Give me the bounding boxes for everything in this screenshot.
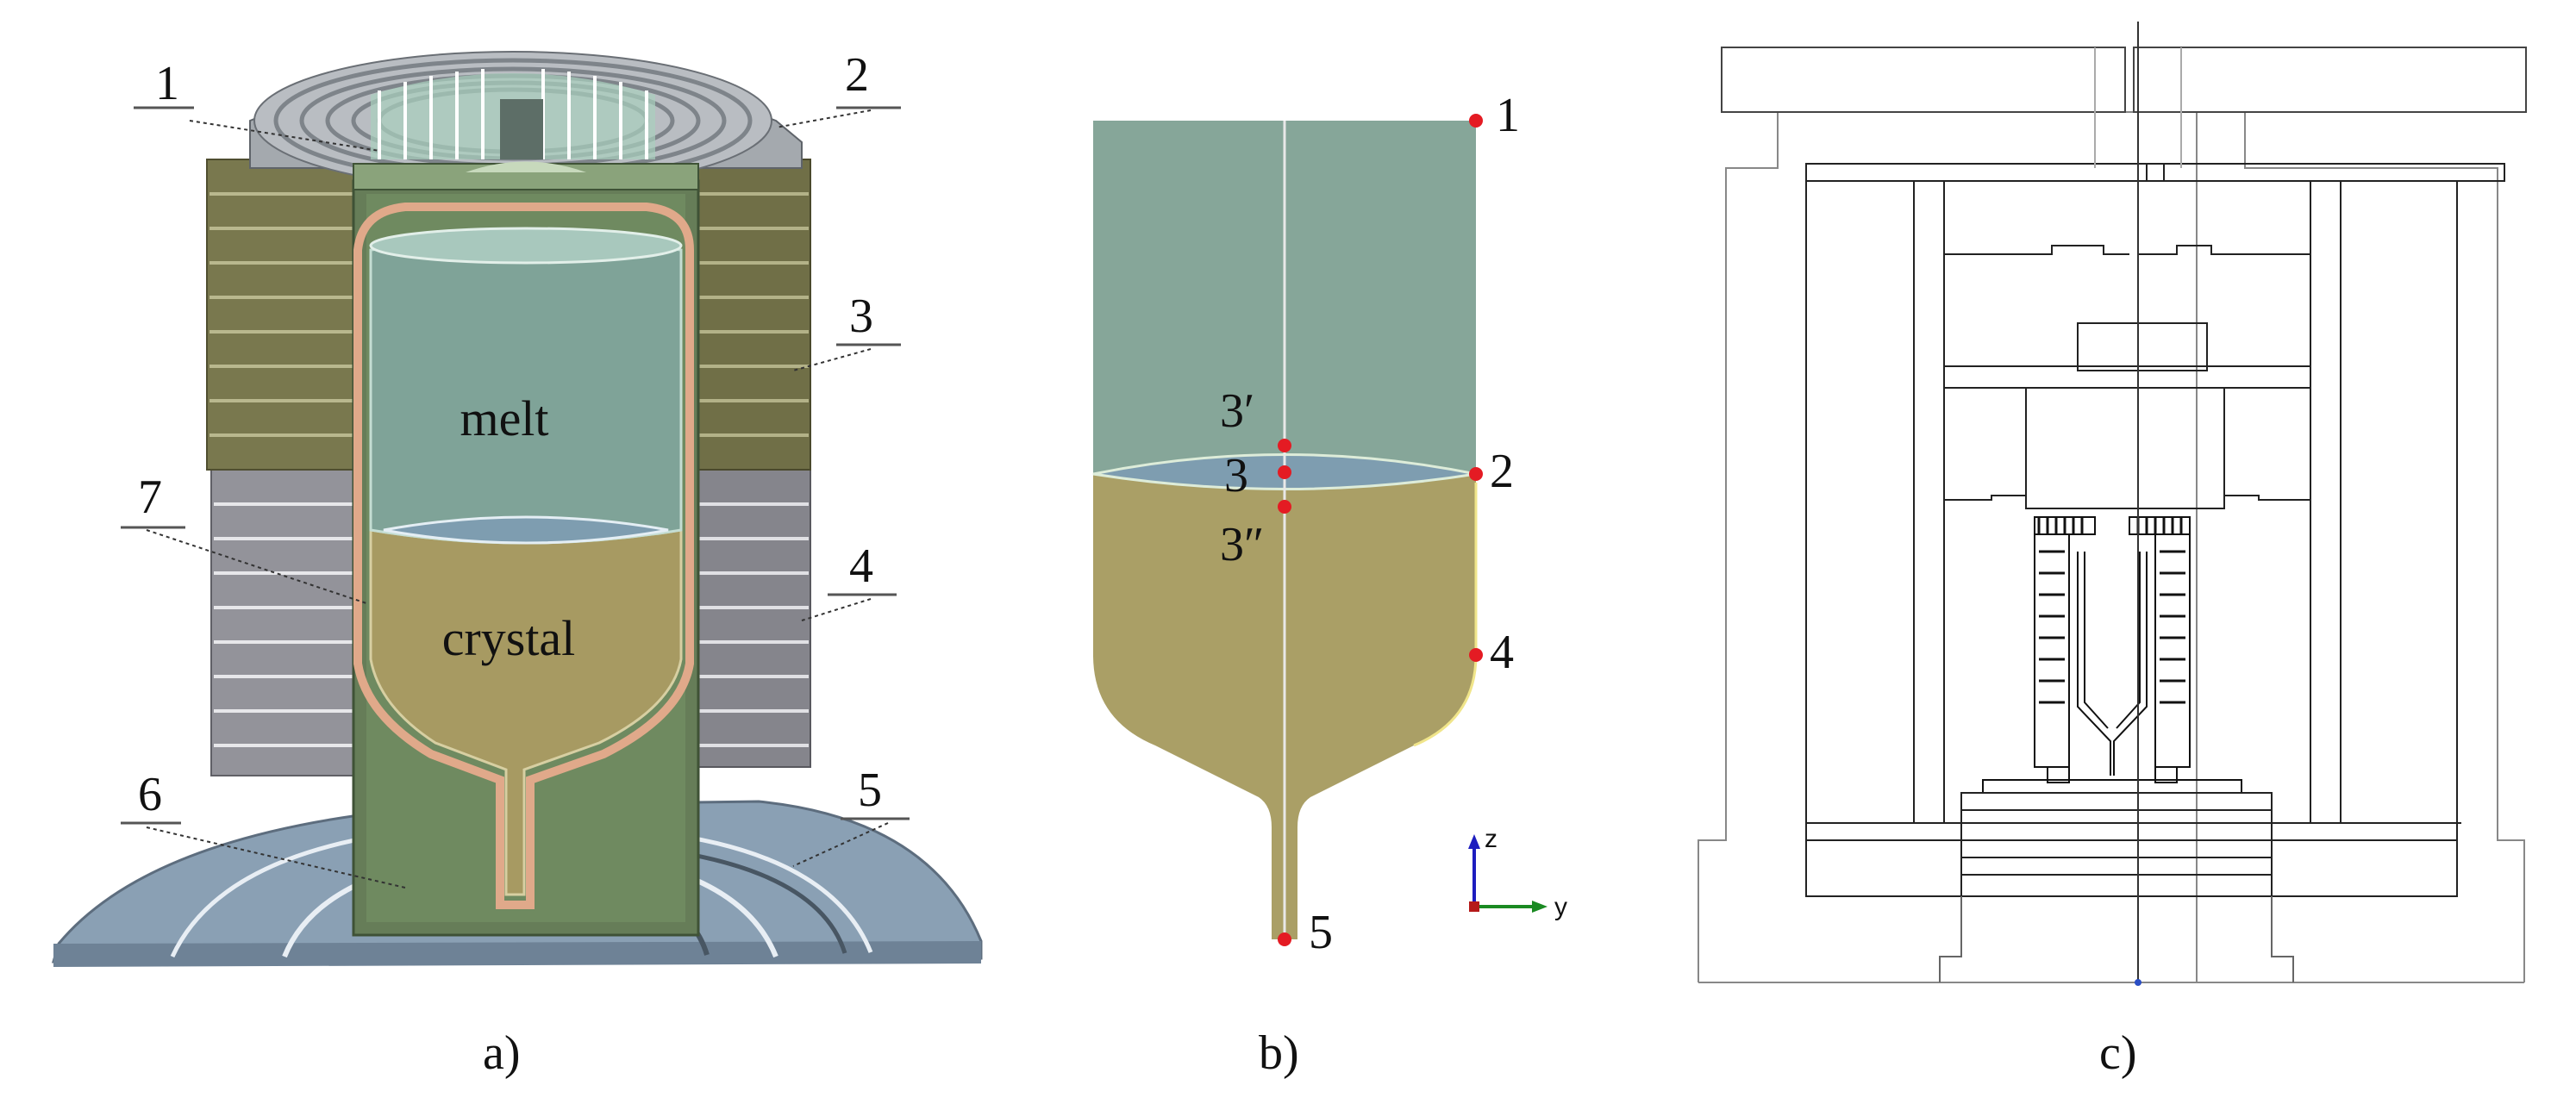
- point-4: 4: [1490, 626, 1514, 679]
- caption-b: b): [1259, 1026, 1299, 1080]
- heater-left: [206, 159, 359, 471]
- crystal-label: crystal: [442, 610, 576, 666]
- insulation-left: [210, 469, 359, 776]
- axis-z-label: z: [1485, 825, 1497, 853]
- point-3: 3: [1224, 449, 1248, 502]
- point-3-double-prime: 3″: [1220, 518, 1264, 571]
- callout-leaders: [146, 109, 889, 889]
- callout-4: 4: [849, 539, 873, 593]
- callout-2: 2: [845, 48, 869, 102]
- panel-b: 1 2 3 3′ 3″ 4 5 z y b): [1092, 89, 1567, 1080]
- c-outer-frame: [1698, 111, 2198, 982]
- point-2: 2: [1490, 445, 1514, 498]
- crucible-wall: [353, 203, 694, 909]
- callout-1: 1: [155, 57, 179, 110]
- caption-a: a): [483, 1026, 521, 1080]
- interface-lens: [383, 515, 669, 545]
- heater-right: [696, 159, 811, 471]
- melt-label: melt: [460, 390, 548, 446]
- b-points: [1278, 114, 1483, 946]
- callout-7: 7: [138, 471, 162, 524]
- axis-triad: z y: [1468, 825, 1567, 921]
- callout-6: 6: [138, 768, 162, 821]
- callout-5: 5: [858, 764, 882, 817]
- panel-c: [1698, 22, 2527, 986]
- point-3-prime: 3′: [1220, 384, 1254, 438]
- callout-underlines: [121, 106, 910, 825]
- callout-3: 3: [849, 290, 873, 343]
- c-crucible-assembly: [1982, 516, 2242, 794]
- insulation-right: [696, 469, 811, 768]
- caption-c: c): [2099, 1026, 2137, 1080]
- axis-y-label: y: [1554, 893, 1567, 921]
- point-5: 5: [1309, 906, 1333, 959]
- point-1: 1: [1496, 89, 1520, 142]
- panel-a: melt crystal 1 2 3 4 5 6 7 a): [52, 48, 983, 1080]
